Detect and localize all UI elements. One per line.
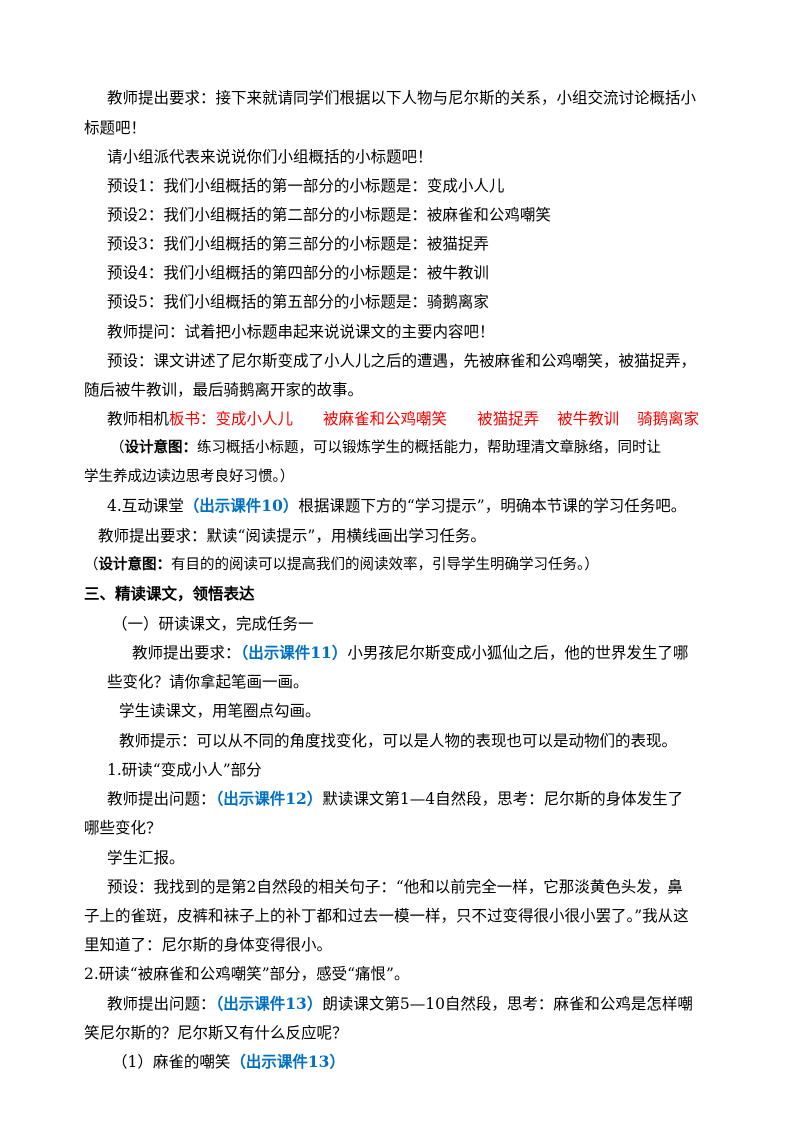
- preset-answer-1: 预设：课文讲述了尼尔斯变成了小人儿之后的遭遇，先被麻雀和公鸡嘲笑，被猫捉弄，: [107, 352, 697, 370]
- sub-heading-2: 2.研读“被麻雀和公鸡嘲笑”部分，感受“痛恨”。: [84, 965, 410, 983]
- interactive-class: 4.互动课堂（出示课件10）根据课题下方的“学习提示”，明确本节课的学习任务吧。: [107, 496, 687, 515]
- paragraph-requirement-cont: 标题吧！: [84, 119, 147, 137]
- board-item: 被猫捉弄: [477, 410, 540, 428]
- teacher-requirement-3: 教师提出要求：（出示课件11）小男孩尼尔斯变成小狐仙之后，他的世界发生了哪: [132, 643, 689, 662]
- teacher-question-2-cont: 哪些变化？: [84, 819, 162, 837]
- preset-answer-1-cont: 随后被牛教训，最后骑鹅离开家的故事。: [84, 381, 364, 399]
- student-activity-1: 学生读课文，用笔圈点勾画。: [119, 702, 321, 720]
- preset-4: 预设4：我们小组概括的第四部分的小标题是：被牛教训: [107, 264, 489, 282]
- teacher-question-3: 教师提出问题：（出示课件13）朗读课文第5—10自然段，思考：麻雀和公鸡是怎样嘲: [107, 994, 693, 1013]
- design-intent-1-cont: 学生养成边读边思考良好习惯。）: [84, 469, 295, 485]
- preset-answer-2: 预设：我找到的是第2自然段的相关句子：“他和以前完全一样，它那淡黄色头发，鼻: [107, 878, 683, 896]
- courseware-ref: （出示课件13）: [215, 994, 323, 1013]
- paragraph-group-report: 请小组派代表来说说你们小组概括的小标题吧！: [107, 148, 433, 166]
- board-item: 骑鹅离家: [637, 410, 700, 428]
- board-writing: 教师相机板书：变成小人儿被麻雀和公鸡嘲笑被猫捉弄被牛教训骑鹅离家: [107, 410, 700, 428]
- preset-2: 预设2：我们小组概括的第二部分的小标题是：被麻雀和公鸡嘲笑: [107, 206, 551, 224]
- paragraph-requirement: 教师提出要求：接下来就请同学们根据以下人物与尼尔斯的关系，小组交流讨论概括小: [107, 89, 697, 107]
- design-intent-2: （设计意图：有目的的阅读可以提高我们的阅读效率，引导学生明确学习任务。）: [84, 557, 599, 573]
- teacher-tip: 教师提示：可以从不同的角度找变化，可以是人物的表现也可以是动物们的表现。: [119, 732, 678, 750]
- board-item: 变成小人儿: [215, 410, 294, 428]
- design-intent-1: （设计意图：练习概括小标题，可以锻炼学生的概括能力，帮助理清文章脉络，同时让: [110, 440, 661, 456]
- section-heading-3: 三、精读课文，领悟表达: [84, 584, 255, 603]
- student-report: 学生汇报。: [107, 849, 185, 867]
- teacher-question-1: 教师提问：试着把小标题串起来说说课文的主要内容吧！: [107, 323, 495, 341]
- courseware-ref: （出示课件13）: [230, 1052, 345, 1071]
- preset-5: 预设5：我们小组概括的第五部分的小标题是：骑鹅离家: [107, 293, 489, 311]
- teacher-question-3-cont: 笑尼尔斯的？尼尔斯又有什么反应呢？: [84, 1024, 348, 1042]
- preset-3: 预设3：我们小组概括的第三部分的小标题是：被猫捉弄: [107, 235, 489, 253]
- board-item: 被牛教训: [557, 410, 620, 428]
- preset-answer-2-cont: 子上的雀斑，皮裤和袜子上的补丁都和过去一模一样，只不过变得很小很小罢了。”我从这: [84, 907, 689, 925]
- preset-1: 预设1：我们小组概括的第一部分的小标题是：变成小人儿: [107, 177, 505, 195]
- courseware-ref: （出示课件10）: [183, 496, 299, 515]
- board-label: 板书：: [169, 410, 216, 428]
- courseware-ref: （出示课件12）: [215, 789, 323, 808]
- task-heading-1: （一）研读课文，完成任务一: [112, 615, 314, 633]
- sub-heading-3: （1）麻雀的嘲笑（出示课件13）: [112, 1052, 345, 1071]
- teacher-requirement-2: 教师提出要求：默读“阅读提示”，用横线画出学习任务。: [98, 527, 486, 545]
- preset-answer-2-cont2: 里知道了：尼尔斯的身体变得很小。: [84, 936, 333, 954]
- board-item: 被麻雀和公鸡嘲笑: [323, 410, 448, 428]
- courseware-ref: （出示课件11）: [240, 643, 348, 662]
- teacher-question-2: 教师提出问题：（出示课件12）默读课文第1—4自然段，思考：尼尔斯的身体发生了: [107, 789, 684, 808]
- sub-heading-1: 1.研读“变成小人”部分: [107, 761, 262, 779]
- teacher-requirement-3-cont: 些变化？请你拿起笔画一画。: [107, 673, 309, 691]
